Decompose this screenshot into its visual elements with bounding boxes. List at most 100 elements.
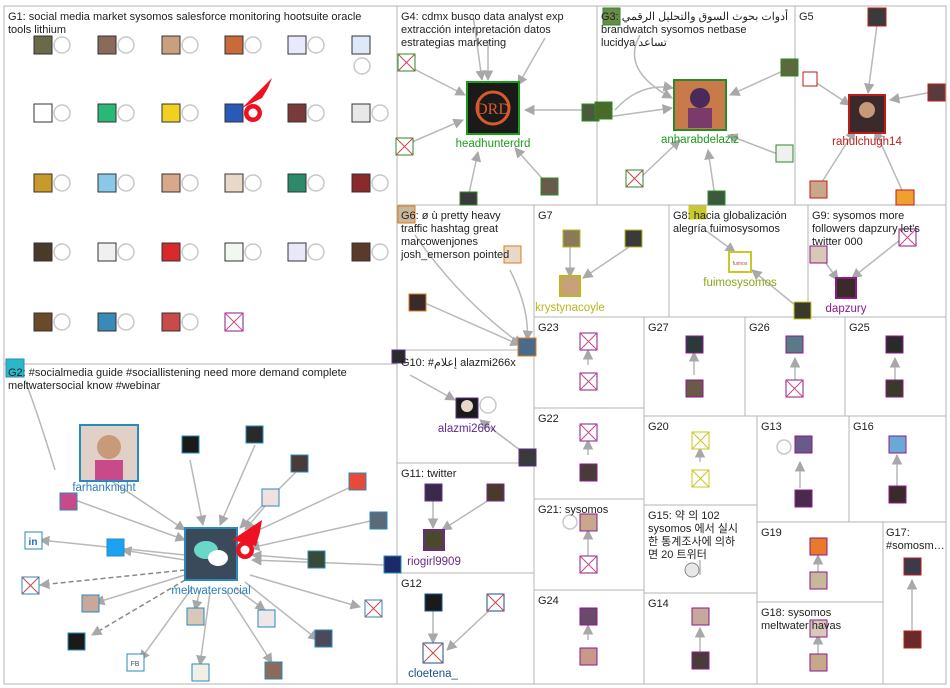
- node-avatar[interactable]: [517, 337, 537, 357]
- node-avatar[interactable]: [33, 312, 53, 332]
- node-avatar[interactable]: [33, 173, 53, 193]
- node-avatar[interactable]: [261, 488, 280, 507]
- node-avatar[interactable]: [33, 242, 53, 262]
- node-avatar[interactable]: [691, 607, 710, 626]
- node-avatar[interactable]: [503, 245, 522, 264]
- node-avatar[interactable]: [224, 103, 244, 123]
- node-avatar[interactable]: [888, 485, 907, 504]
- node-avatar[interactable]: [793, 301, 812, 320]
- node-avatar[interactable]: [579, 607, 598, 626]
- node-avatar[interactable]: [685, 335, 704, 354]
- node-avatar[interactable]: [351, 242, 371, 262]
- node-avatar[interactable]: [97, 242, 117, 262]
- node-avatar[interactable]: [408, 293, 427, 312]
- node-avatar[interactable]: [809, 537, 828, 556]
- hub-riogirl9909[interactable]: [423, 529, 445, 551]
- node-avatar[interactable]: [290, 454, 309, 473]
- node-avatar[interactable]: [895, 189, 915, 206]
- node-avatar[interactable]: [97, 312, 117, 332]
- node-avatar[interactable]: [33, 103, 53, 123]
- node-avatar[interactable]: [885, 379, 904, 398]
- hub-rahulchugh14[interactable]: [848, 94, 886, 134]
- node-avatar[interactable]: [348, 472, 367, 491]
- node-avatar[interactable]: [794, 489, 813, 508]
- node-avatar[interactable]: [97, 35, 117, 55]
- node-avatar[interactable]: [224, 35, 244, 55]
- node-avatar[interactable]: [540, 177, 559, 196]
- node-avatar[interactable]: [424, 483, 443, 502]
- node-avatar[interactable]: [903, 630, 922, 649]
- node-avatar[interactable]: [685, 379, 704, 398]
- node-avatar[interactable]: [397, 205, 416, 224]
- node-avatar[interactable]: [391, 349, 406, 364]
- node-avatar[interactable]: [264, 661, 283, 680]
- node-avatar[interactable]: [224, 242, 244, 262]
- node-avatar[interactable]: [459, 191, 478, 206]
- node-avatar[interactable]: [369, 511, 388, 530]
- node-avatar[interactable]: [809, 245, 828, 264]
- node-avatar[interactable]: [224, 173, 244, 193]
- node-avatar[interactable]: [307, 550, 326, 569]
- node-avatar[interactable]: [885, 335, 904, 354]
- hub-farhanknight[interactable]: [79, 424, 139, 482]
- node-avatar[interactable]: [780, 58, 799, 77]
- node-avatar[interactable]: [809, 653, 828, 672]
- hub-krystynacoyle[interactable]: [559, 275, 581, 297]
- node-avatar[interactable]: [161, 312, 181, 332]
- node-avatar[interactable]: [707, 190, 726, 206]
- node-avatar[interactable]: [579, 647, 598, 666]
- node-avatar[interactable]: [287, 173, 307, 193]
- node-avatar[interactable]: [809, 571, 828, 590]
- node-avatar[interactable]: [351, 103, 371, 123]
- hub-meltwatersocial[interactable]: [184, 527, 238, 581]
- node-avatar[interactable]: [97, 103, 117, 123]
- hub-alazmi266x[interactable]: [455, 397, 479, 419]
- node-avatar[interactable]: [688, 205, 707, 220]
- node-avatar[interactable]: [562, 229, 581, 248]
- node-avatar[interactable]: [518, 448, 537, 467]
- node-avatar[interactable]: [287, 35, 307, 55]
- node-avatar[interactable]: [594, 101, 613, 120]
- node-avatar[interactable]: [579, 513, 598, 532]
- node-avatar[interactable]: [383, 555, 402, 574]
- hub-dapzury[interactable]: [835, 277, 857, 299]
- node-avatar[interactable]: [888, 435, 907, 454]
- node-avatar[interactable]: [181, 435, 200, 454]
- node-avatar[interactable]: [867, 7, 887, 27]
- node-avatar[interactable]: [927, 83, 946, 102]
- node-avatar[interactable]: [809, 619, 828, 638]
- node-avatar[interactable]: [624, 229, 643, 248]
- hub-anharabdelaziz[interactable]: [673, 79, 727, 131]
- node-avatar[interactable]: [579, 463, 598, 482]
- node-avatar[interactable]: [785, 335, 804, 354]
- node-avatar[interactable]: [33, 35, 53, 55]
- node-avatar[interactable]: [794, 435, 813, 454]
- node-avatar[interactable]: [161, 35, 181, 55]
- node-avatar[interactable]: [59, 492, 78, 511]
- node-avatar[interactable]: [245, 425, 264, 444]
- node-avatar[interactable]: [486, 483, 505, 502]
- node-avatar[interactable]: [257, 609, 276, 628]
- node-avatar[interactable]: [287, 103, 307, 123]
- node-avatar[interactable]: [81, 594, 100, 613]
- node-avatar[interactable]: [161, 103, 181, 123]
- node-avatar[interactable]: [602, 7, 621, 26]
- node-avatar[interactable]: [191, 663, 210, 682]
- node-avatar[interactable]: [314, 629, 333, 648]
- node-avatar[interactable]: [903, 557, 922, 576]
- node-avatar[interactable]: [161, 242, 181, 262]
- node-avatar[interactable]: [802, 71, 818, 87]
- node-avatar[interactable]: [775, 144, 794, 163]
- node-avatar[interactable]: [691, 651, 710, 670]
- hub-headhunterdrd[interactable]: DRD: [466, 81, 520, 135]
- node-avatar[interactable]: [186, 607, 205, 626]
- node-avatar[interactable]: [24, 531, 43, 550]
- node-avatar[interactable]: [161, 173, 181, 193]
- node-avatar[interactable]: [424, 593, 443, 612]
- node-avatar[interactable]: [809, 180, 828, 199]
- node-avatar[interactable]: [351, 173, 371, 193]
- node-avatar[interactable]: [97, 173, 117, 193]
- node-avatar[interactable]: [5, 358, 25, 378]
- node-avatar[interactable]: [287, 242, 307, 262]
- hub-fuimosysomos[interactable]: [728, 251, 752, 273]
